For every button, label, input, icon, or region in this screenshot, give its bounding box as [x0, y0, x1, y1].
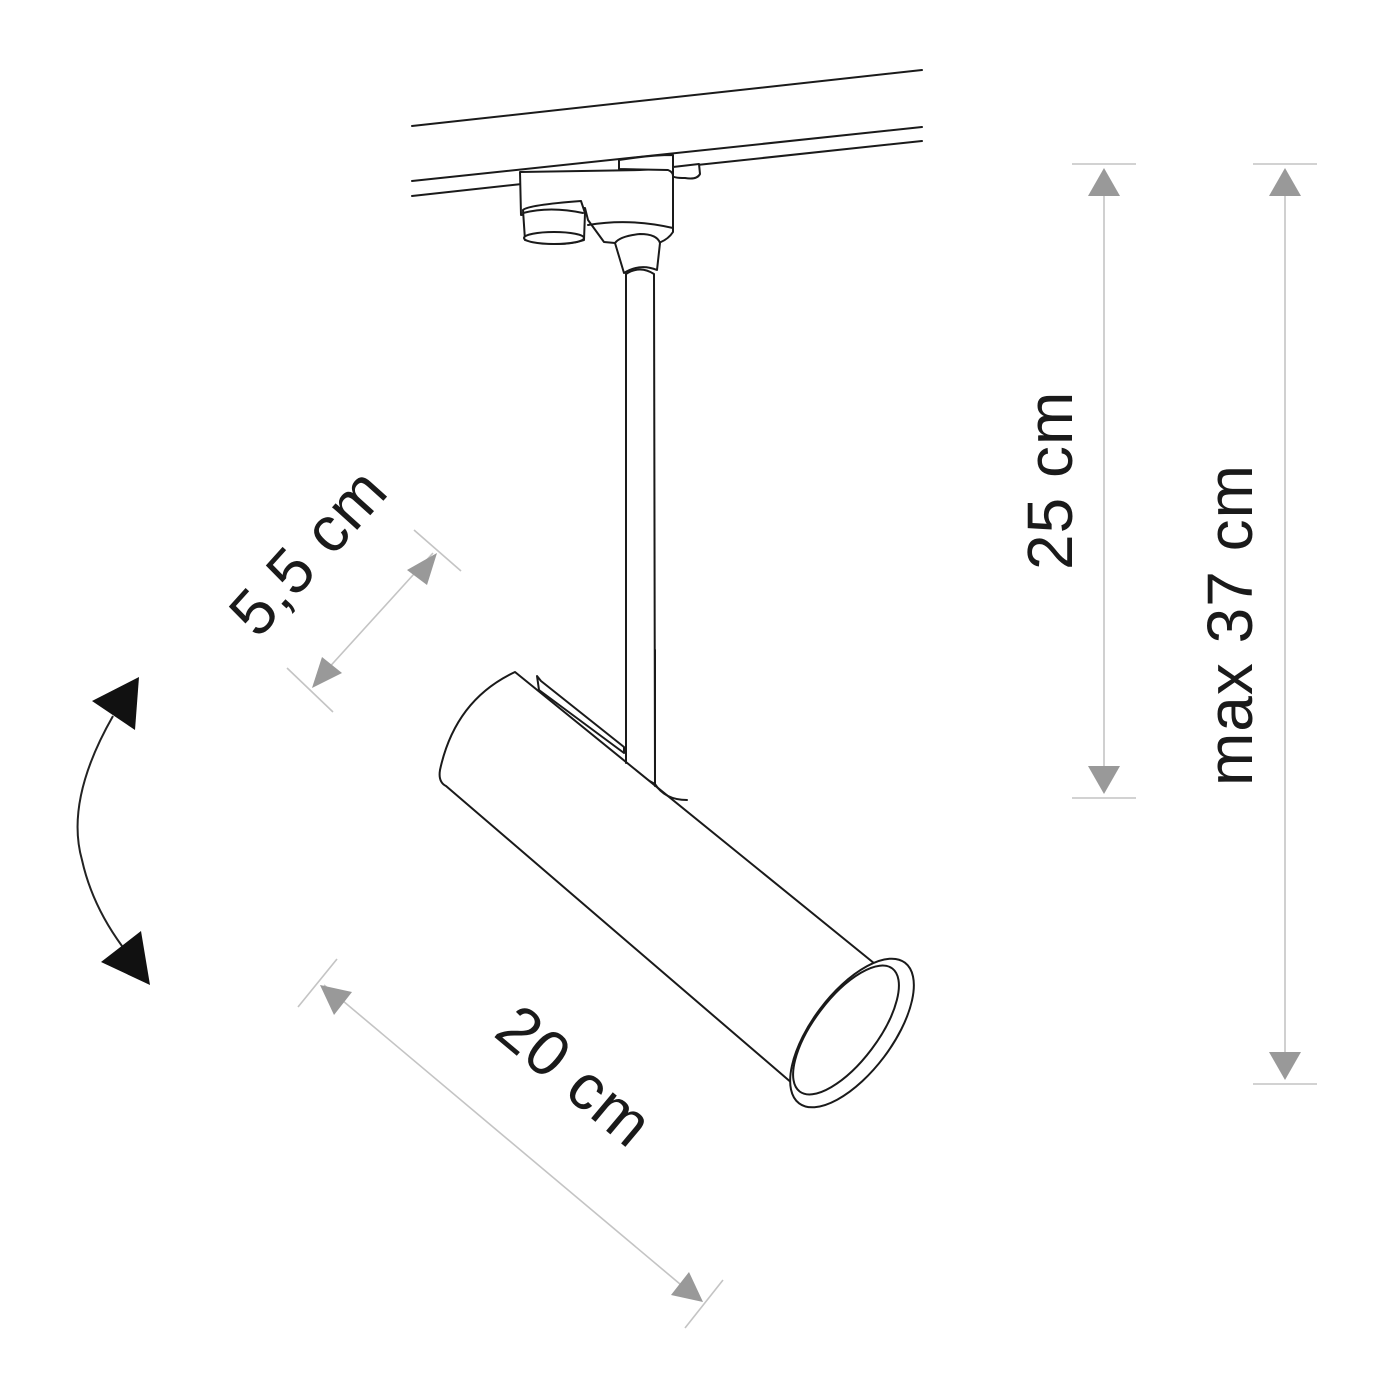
arrow-head [1269, 1052, 1301, 1080]
arrow-head [1088, 766, 1120, 794]
suspension-rod [614, 233, 661, 785]
lamp-lens [789, 957, 915, 1109]
tilt-rotation-double-arrow-icon [76, 677, 150, 985]
dimension-max-height: max 37 cm [1194, 163, 1317, 1085]
dimension-height: 25 cm [1014, 163, 1136, 799]
arrow-head [671, 1272, 703, 1302]
arrow-head [320, 985, 352, 1015]
max-height-label: max 37 cm [1194, 464, 1266, 786]
length-label: 20 cm [483, 991, 667, 1161]
arrow-head [1088, 168, 1120, 196]
dimension-diameter: 5,5 cm [215, 454, 462, 713]
track-adapter [519, 154, 701, 247]
arrow-head [1269, 168, 1301, 196]
dimension-length: 20 cm [297, 958, 724, 1329]
arrow-head [312, 657, 342, 688]
track-rail [411, 69, 923, 197]
cylindrical-lamp-head [438, 649, 907, 1095]
height-label: 25 cm [1014, 391, 1086, 570]
arrow-head [407, 553, 437, 585]
